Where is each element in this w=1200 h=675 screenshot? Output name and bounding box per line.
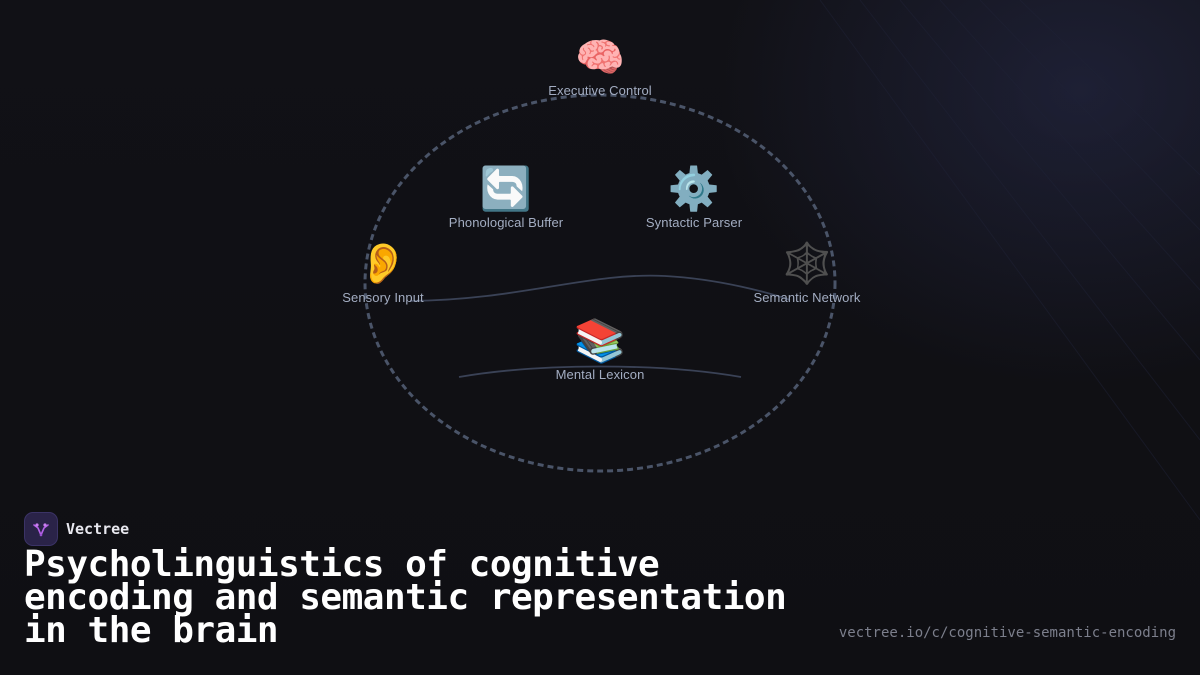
node-label: Sensory Input	[342, 290, 424, 305]
cycle-arrows-icon: 🔄	[479, 164, 533, 213]
ear-icon: 👂	[358, 241, 408, 287]
node-label: Semantic Network	[753, 290, 861, 305]
node-label: Executive Control	[548, 83, 652, 98]
node-label: Phonological Buffer	[448, 215, 564, 230]
edge-sensory-semantic	[409, 274, 791, 302]
brand-name: Vectree	[66, 520, 130, 538]
node-syntactic-parser: ⚙️ Syntactic Parser	[645, 164, 743, 231]
node-label: Syntactic Parser	[645, 215, 743, 230]
brain-icon: 🧠	[575, 35, 625, 81]
gear-icon: ⚙️	[667, 164, 721, 213]
node-semantic-network: 🕸️ Semantic Network	[753, 244, 860, 305]
books-icon: 📚	[573, 316, 627, 365]
edge-lexicon-arc	[458, 365, 742, 378]
node-sensory-input: 👂 Sensory Input	[342, 244, 424, 305]
node-executive-control: 🧠 Executive Control	[548, 38, 652, 98]
cognitive-boundary	[363, 93, 837, 473]
page-title: Psycholinguistics of cognitive encoding …	[24, 544, 787, 651]
vectree-logo-icon	[24, 512, 58, 546]
page-url: vectree.io/c/cognitive-semantic-encoding	[838, 625, 1176, 641]
brand: Vectree	[24, 512, 129, 546]
node-label: Mental Lexicon	[555, 367, 645, 382]
node-phonological-buffer: 🔄 Phonological Buffer	[448, 164, 564, 231]
spider-web-icon: 🕸️	[782, 241, 832, 287]
node-mental-lexicon: 📚 Mental Lexicon	[555, 316, 645, 383]
